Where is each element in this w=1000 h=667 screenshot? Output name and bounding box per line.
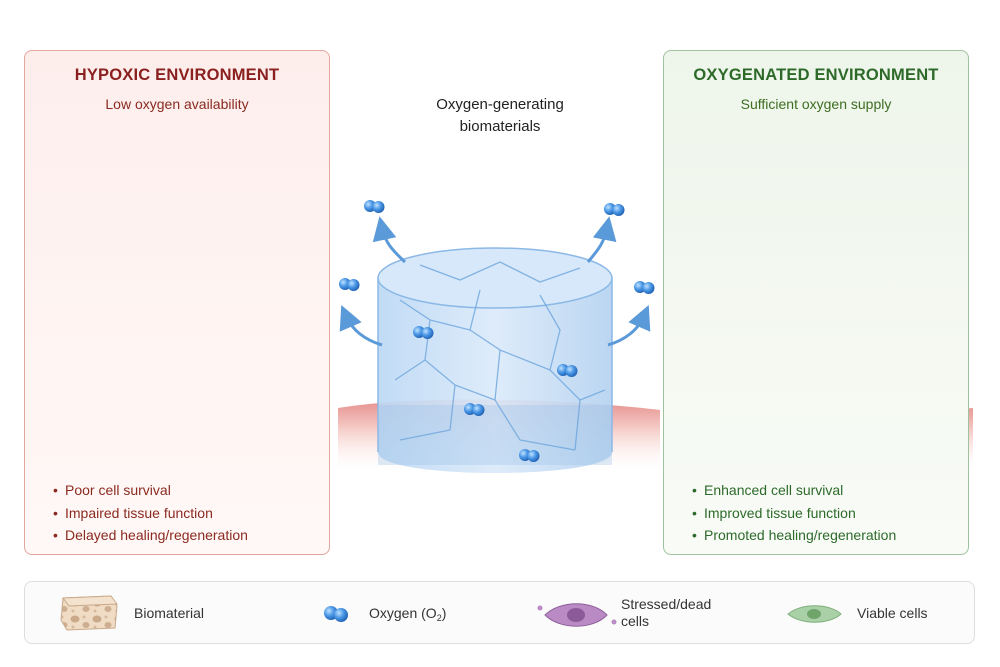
legend-oxygen-label: Oxygen (O2) bbox=[369, 605, 446, 627]
legend: Biomaterial Oxygen (O2) Stressed/dead ce… bbox=[24, 581, 975, 644]
list-item: Enhanced cell survival bbox=[692, 479, 896, 502]
oxygen-molecule-icon bbox=[324, 606, 348, 622]
legend-stressed-line1: Stressed/dead bbox=[621, 596, 712, 612]
list-item: Poor cell survival bbox=[53, 479, 248, 502]
oxygenated-title: OXYGENATED ENVIRONMENT bbox=[693, 66, 939, 84]
oxygen-generating-cylinder bbox=[377, 247, 613, 473]
center-title-line1: Oxygen-generating bbox=[436, 96, 564, 113]
hypoxic-subtitle: Low oxygen availability bbox=[105, 96, 249, 112]
center-title-line2: biomaterials bbox=[459, 118, 541, 135]
hypoxic-panel: HYPOXIC ENVIRONMENT Low oxygen availabil… bbox=[24, 50, 330, 555]
legend-viable-label: Viable cells bbox=[857, 605, 928, 621]
hypoxic-title: HYPOXIC ENVIRONMENT bbox=[74, 66, 280, 84]
arrow-icon bbox=[339, 216, 651, 347]
legend-oxygen-text: Oxygen (O bbox=[369, 605, 437, 621]
center-title: Oxygen-generating biomaterials bbox=[380, 94, 620, 138]
legend-oxygen-subscript: 2 bbox=[436, 613, 442, 623]
legend-biomaterial-label: Biomaterial bbox=[134, 605, 205, 621]
list-item: Promoted healing/regeneration bbox=[692, 524, 896, 547]
list-item: Delayed healing/regeneration bbox=[53, 524, 248, 547]
oxygenated-outcomes-list: Enhanced cell survival Improved tissue f… bbox=[692, 479, 896, 547]
oxygenated-panel: OXYGENATED ENVIRONMENT Sufficient oxygen… bbox=[663, 50, 969, 555]
list-item: Improved tissue function bbox=[692, 502, 896, 525]
hypoxic-outcomes-list: Poor cell survival Impaired tissue funct… bbox=[53, 479, 248, 547]
legend-icons bbox=[60, 595, 842, 631]
legend-stressed-label: Stressed/dead cells bbox=[621, 596, 711, 630]
legend-oxygen-suffix: ) bbox=[441, 605, 447, 621]
viable-cell-icon bbox=[787, 605, 842, 623]
stressed-cell-icon bbox=[537, 603, 617, 627]
list-item: Impaired tissue function bbox=[53, 502, 248, 525]
oxygenated-subtitle: Sufficient oxygen supply bbox=[740, 96, 892, 112]
biomaterial-scaffold-icon bbox=[60, 595, 118, 631]
legend-stressed-line2: cells bbox=[621, 613, 650, 629]
